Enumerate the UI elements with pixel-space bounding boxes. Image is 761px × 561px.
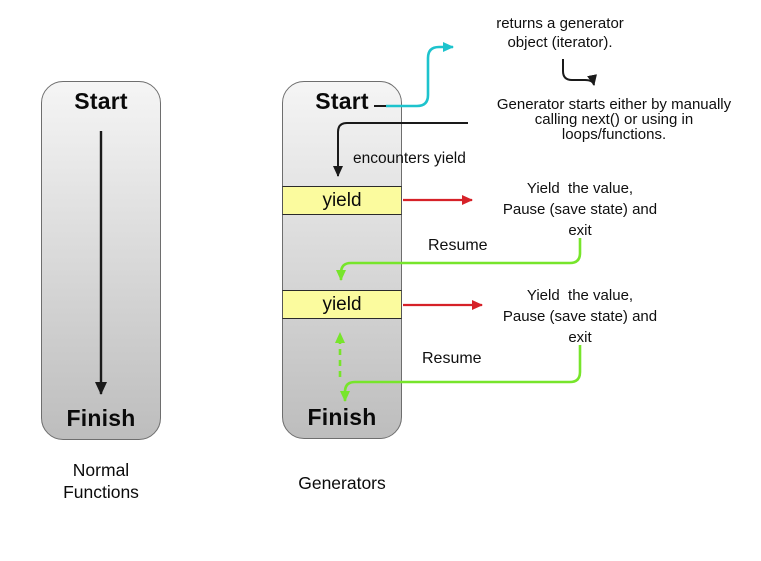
generators-caption: Generators [298, 473, 386, 493]
normal-function-caption: Normal Functions [63, 460, 139, 502]
yield-pause-note-2: Yield the value, Pause (save state) and … [502, 287, 658, 346]
generator-box: Start Finish [282, 81, 402, 439]
yield-1-label: yield [322, 189, 362, 211]
normal-finish-label: Finish [66, 405, 136, 431]
generator-finish-label: Finish [307, 404, 377, 430]
yield-box-1: yield [282, 186, 402, 215]
yield-box-2: yield [282, 290, 402, 319]
generator-start-label: Start [315, 88, 369, 114]
returns-generator-note: returns a generator object (iterator). [496, 15, 624, 51]
encounters-yield-note: encounters yield [353, 150, 466, 167]
generator-starts-note: Generator starts either by manually call… [496, 96, 732, 143]
normal-function-box: Start Finish [41, 81, 161, 440]
yield-2-label: yield [322, 293, 362, 315]
resume-label-2: Resume [422, 350, 482, 367]
returns-to-starts-arrow [562, 59, 597, 86]
resume-label-1: Resume [428, 237, 488, 254]
yield-pause-note-1: Yield the value, Pause (save state) and … [502, 180, 658, 239]
normal-start-label: Start [74, 88, 128, 114]
